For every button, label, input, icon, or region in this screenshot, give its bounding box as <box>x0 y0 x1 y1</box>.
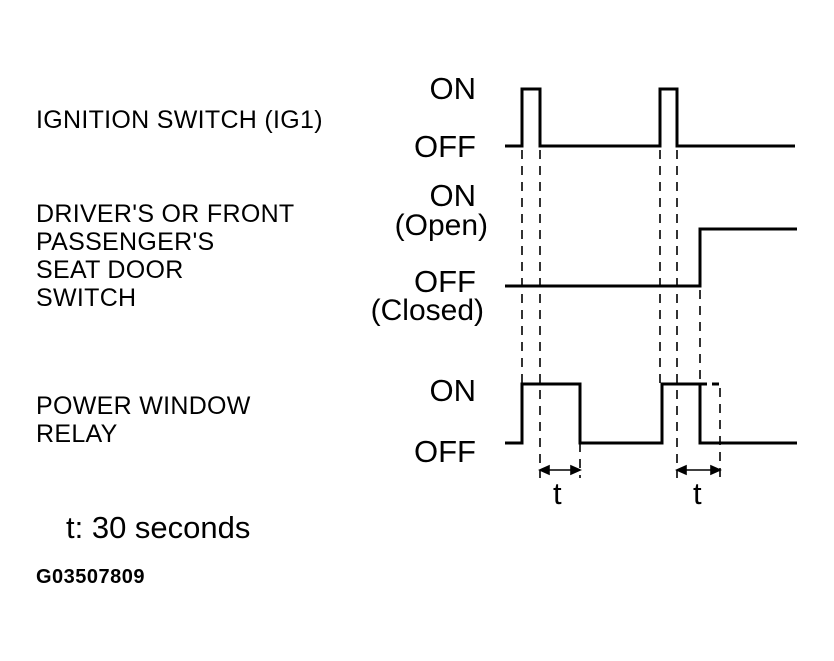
state-on-label: ON <box>429 71 477 106</box>
arrowhead <box>675 464 687 476</box>
delay-label: t <box>693 476 702 511</box>
arrowhead <box>570 464 582 476</box>
delay-note: t: 30 seconds <box>66 510 251 545</box>
figure-code: G03507809 <box>36 566 146 588</box>
arrowhead <box>538 464 550 476</box>
signal-name-power-window-relay: POWER WINDOW RELAY <box>36 392 251 448</box>
signal-name-line: DRIVER'S OR FRONT <box>36 200 295 228</box>
state-on-label: ON <box>429 373 477 408</box>
signal-name-line: SWITCH <box>36 284 137 312</box>
ignition-switch-waveform <box>505 87 795 148</box>
state-off-label: OFF <box>414 129 476 164</box>
state-off-sub-label: (Closed) <box>370 294 484 327</box>
door-switch-waveform <box>505 227 797 288</box>
state-on-label: ON <box>429 178 477 213</box>
signal-name-line: PASSENGER'S <box>36 228 215 256</box>
signal-name-line: SEAT DOOR <box>36 256 184 284</box>
delay-label: t <box>553 476 562 511</box>
signal-name-ignition-switch: IGNITION SWITCH (IG1) <box>36 106 323 134</box>
state-off-label: OFF <box>414 264 476 299</box>
signal-name-line: RELAY <box>36 420 118 448</box>
arrowhead <box>710 464 722 476</box>
signal-name-door-switch: DRIVER'S OR FRONT PASSENGER'S SEAT DOOR … <box>36 200 295 312</box>
signal-name-line: POWER WINDOW <box>36 392 251 420</box>
state-off-label: OFF <box>414 434 476 469</box>
power-window-relay-waveform <box>505 382 797 445</box>
state-on-sub-label: (Open) <box>394 209 488 242</box>
